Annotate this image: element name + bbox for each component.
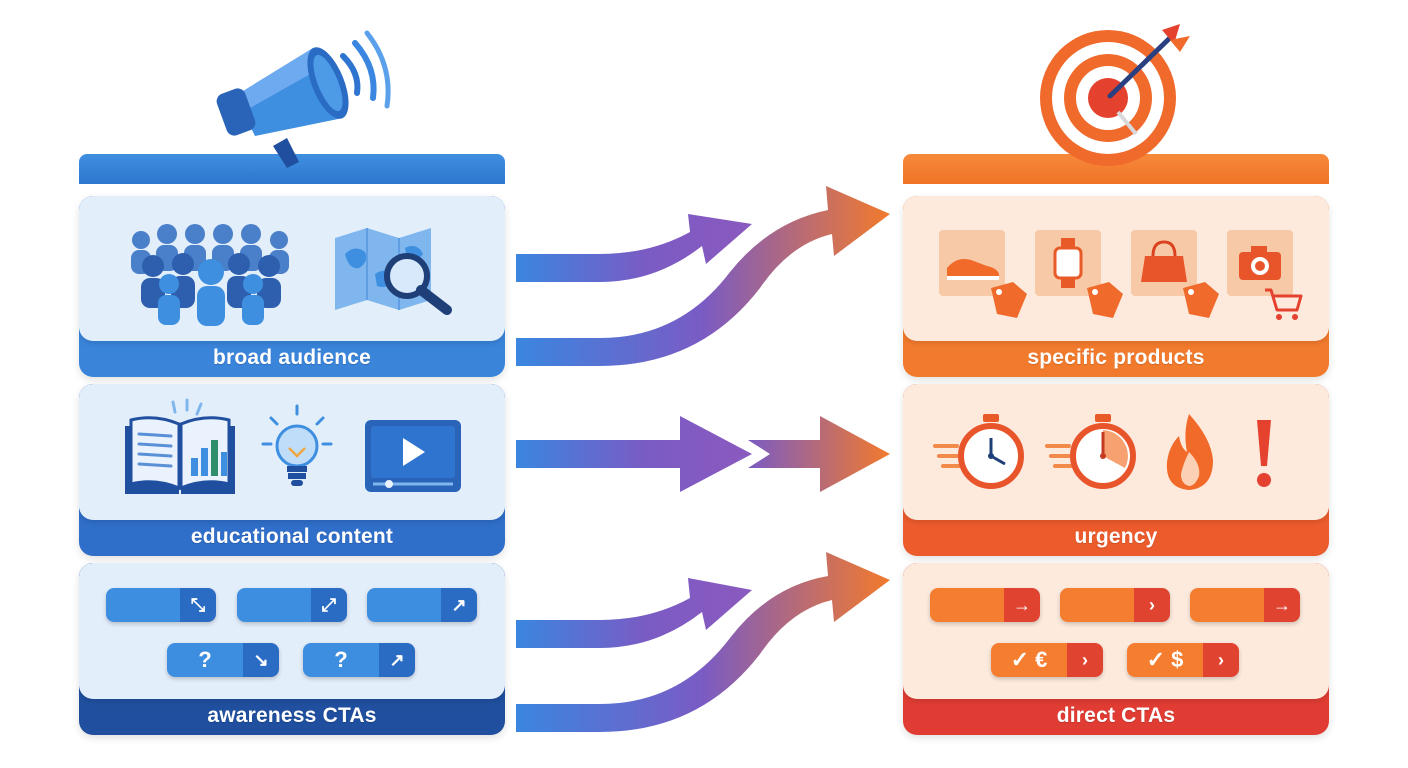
section-card: [903, 196, 1329, 341]
map-search-icon: [335, 228, 452, 315]
handbag-icon: [1131, 230, 1219, 318]
section-label: urgency: [1074, 525, 1158, 548]
camera-icon: [1227, 230, 1293, 296]
section-educational-content: educational content: [79, 384, 505, 556]
cta-main: ✓ $: [1127, 643, 1203, 677]
section-card: → › → ✓ € › ✓ $ ›: [903, 563, 1329, 699]
stopwatch-icon: [933, 414, 1024, 489]
stopwatch-icon: [1045, 414, 1136, 489]
megaphone-icon: [216, 30, 391, 168]
direct-cta-button[interactable]: →: [1190, 588, 1300, 622]
cta-main: [367, 588, 441, 622]
arrow-right-icon: →: [1004, 588, 1040, 622]
cta-main: ✓ €: [991, 643, 1067, 677]
chevron-right-icon: ›: [1134, 588, 1170, 622]
cart-icon: [1265, 288, 1303, 320]
cta-main: [237, 588, 311, 622]
direct-cta-button[interactable]: →: [930, 588, 1040, 622]
section-urgency: urgency: [903, 384, 1329, 556]
awareness-cta-button[interactable]: ⤢: [237, 588, 347, 622]
cta-main: ?: [303, 643, 379, 677]
section-label-band: specific products: [903, 339, 1329, 377]
section-label-band: educational content: [79, 518, 505, 556]
chevron-right-icon: ›: [1203, 643, 1239, 677]
cta-main: [1190, 588, 1264, 622]
section-label-band: urgency: [903, 518, 1329, 556]
direct-cta-button[interactable]: ✓ $ ›: [1127, 643, 1239, 677]
section-label: direct CTAs: [1056, 704, 1176, 727]
awareness-cta-button[interactable]: ? ↗: [303, 643, 415, 677]
target-icon: [1040, 24, 1190, 166]
awareness-cta-button[interactable]: ↗: [367, 588, 477, 622]
book-chart-icon: [125, 398, 235, 494]
section-specific-products: specific products: [903, 196, 1329, 377]
lightbulb-icon: [261, 404, 333, 486]
arrow-row-3: [516, 552, 890, 732]
sneaker-icon: [939, 230, 1027, 318]
smartwatch-icon: [1035, 230, 1123, 318]
crowd-icon: [131, 224, 289, 326]
arrow-down-right-icon: ↘: [243, 643, 279, 677]
arrow-right-icon: →: [1264, 588, 1300, 622]
section-label: broad audience: [212, 346, 371, 369]
arrow-row-2: [516, 416, 890, 492]
cta-main: [106, 588, 180, 622]
section-broad-audience: broad audience: [79, 196, 505, 377]
section-awareness-ctas: ⤡ ⤢ ↗ ? ↘ ? ↗ awareness CTAs: [79, 563, 505, 735]
direct-cta-button[interactable]: ›: [1060, 588, 1170, 622]
expand-arrows-icon: ⤡: [180, 588, 216, 622]
awareness-cta-button[interactable]: ? ↘: [167, 643, 279, 677]
cta-main: [1060, 588, 1134, 622]
awareness-cta-button[interactable]: ⤡: [106, 588, 216, 622]
arrow-up-right-icon: ↗: [379, 643, 415, 677]
section-direct-ctas: → › → ✓ € › ✓ $ › direct CTAs: [903, 563, 1329, 735]
section-card: [79, 196, 505, 341]
section-label-band: awareness CTAs: [79, 697, 505, 735]
cta-main: ?: [167, 643, 243, 677]
section-label-band: broad audience: [79, 339, 505, 377]
exclamation-icon: [1257, 420, 1271, 487]
expand-arrows-icon: ⤢: [311, 588, 347, 622]
section-label: specific products: [1027, 346, 1205, 369]
section-card: [903, 384, 1329, 520]
arrow-up-right-icon: ↗: [441, 588, 477, 622]
arrow-row-1: [516, 186, 890, 366]
video-play-icon: [365, 420, 461, 492]
direct-cta-button[interactable]: ✓ € ›: [991, 643, 1103, 677]
section-label-band: direct CTAs: [903, 697, 1329, 735]
section-card: [79, 384, 505, 520]
section-label: educational content: [190, 525, 394, 548]
cta-main: [930, 588, 1004, 622]
section-card: ⤡ ⤢ ↗ ? ↘ ? ↗: [79, 563, 505, 699]
flame-icon: [1166, 414, 1213, 490]
section-label: awareness CTAs: [207, 704, 377, 727]
chevron-right-icon: ›: [1067, 643, 1103, 677]
